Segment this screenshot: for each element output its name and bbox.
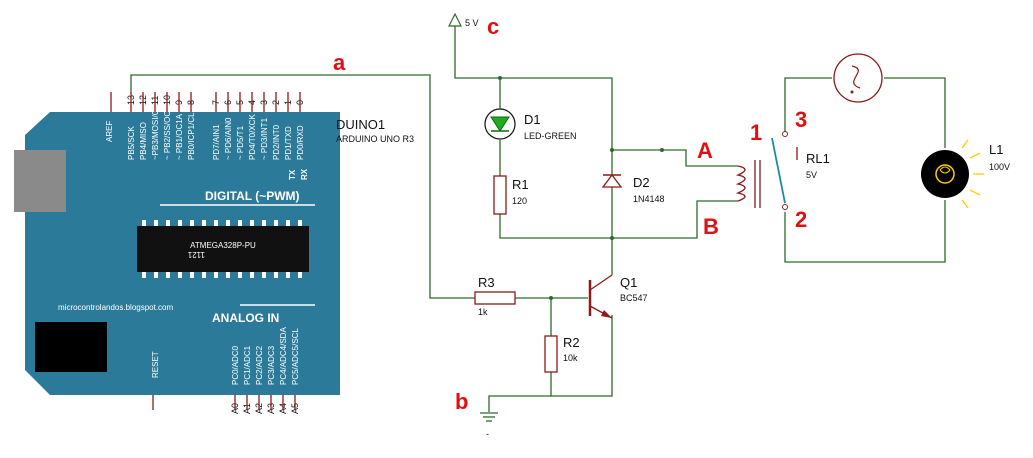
digital-pin-name: ~ PD5/T1 — [236, 125, 245, 160]
d2-ref: D2 — [633, 175, 650, 190]
svg-text:-: - — [486, 429, 489, 439]
header-strip — [105, 113, 115, 145]
lamp-rays — [961, 139, 984, 209]
wire-emitter-gnd — [551, 315, 613, 397]
annotation-3: 3 — [795, 107, 807, 132]
rx-label: RX — [300, 168, 309, 180]
d1-value: LED-GREEN — [524, 131, 577, 141]
analog-pin-name: PC5/ADC5/SCL — [291, 328, 300, 385]
atmega-chip — [137, 226, 309, 272]
supply-label: 5 V — [465, 18, 479, 28]
ground-symbol: - — [480, 412, 498, 439]
lamp-l1: L1 100V — [921, 139, 1010, 209]
chip-pins-top — [142, 220, 302, 278]
arduino-model: ARDUINO UNO R3 — [336, 134, 414, 144]
r3-resistor: R3 1k — [474, 275, 516, 317]
r3-value: 1k — [478, 307, 488, 317]
digital-pin-name: PD7/AIN1 — [212, 124, 221, 160]
r1-value: 120 — [512, 196, 527, 206]
q1-transistor: Q1 BC547 — [588, 274, 648, 319]
wire-r1-collector — [499, 200, 738, 239]
l1-value: 100V — [989, 162, 1010, 172]
aref-label: AREF — [105, 121, 114, 142]
analog-pin-name: PC0/ADC0 — [231, 345, 240, 385]
wire-r2-gnd — [488, 372, 552, 412]
digital-pin-name: ~ PD3/INT1 — [260, 117, 269, 160]
d1-ref: D1 — [524, 112, 541, 127]
usb-connector — [14, 150, 66, 212]
r1-ref: R1 — [512, 177, 529, 192]
website-label: microcontrolandos.blogspot.com — [58, 303, 174, 312]
d2-diode: D2 1N4148 — [601, 150, 665, 238]
annotation-A: A — [697, 138, 713, 163]
digital-pin-name: ~ PD6/AIN0 — [224, 117, 233, 160]
wire-5v-coil — [662, 149, 738, 167]
digital-pin-name: PD1/TXD — [284, 126, 293, 160]
r1-resistor: R1 120 — [493, 175, 529, 215]
rl1-ref: RL1 — [806, 151, 830, 166]
analog-pin-name: PC4/ADC4/SDA — [279, 327, 288, 385]
power-jack — [35, 322, 107, 372]
rl1-value: 5V — [806, 170, 817, 180]
analog-pin-name: PC2/ADC2 — [255, 345, 264, 385]
r2-resistor: R2 10k — [544, 335, 580, 373]
relay-coil — [735, 165, 746, 202]
annotation-1: 1 — [750, 120, 762, 145]
digital-pin-name: PB0/ICP1/CLKO — [187, 101, 196, 160]
annotation-c: c — [487, 14, 499, 39]
analog-pin-name: PC1/ADC1 — [243, 345, 252, 385]
relay-rl1: RL1 5V — [735, 131, 830, 210]
q1-ref: Q1 — [620, 275, 637, 290]
wire-lamp1-l1 — [884, 77, 946, 148]
wire-5v-rail — [454, 28, 613, 150]
digital-pin-name: PB5/SCK — [127, 126, 136, 160]
chip-label: ATMEGA328P-PU — [190, 241, 256, 250]
tx-label: TX — [288, 169, 297, 180]
analog-pin-name: PC3/ADC3 — [267, 345, 276, 385]
analog-title: ANALOG IN — [212, 311, 279, 325]
chip-code: 1121 — [187, 250, 205, 259]
digital-pin-name: PD0/RXD — [296, 125, 305, 160]
annotation-b: b — [455, 389, 468, 414]
annotation-a: a — [333, 50, 346, 75]
wire-com-lamp1 — [784, 77, 832, 135]
digital-pin-name: ~PB3/MOSI/OC2A — [151, 93, 160, 160]
analog-pin-stubs — [234, 395, 296, 410]
arduino-board: ATMEGA328P-PU 1121 DIGITAL (~PWM) ANALOG… — [14, 92, 340, 414]
digital-pin-name: PD4/T0/XCK — [248, 114, 257, 160]
digital-pin-name: ~ PB2/SS/OC1B — [163, 101, 172, 160]
lamp-top — [833, 53, 883, 103]
relay-switch-arm — [771, 137, 786, 204]
digital-pin-stubs — [130, 92, 301, 112]
wire-pin13-r3 — [130, 74, 475, 299]
q1-value: BC547 — [620, 293, 648, 303]
arduino-ref: DUINO1 — [336, 117, 385, 132]
annotation-B: B — [703, 214, 719, 239]
digital-pin-name: ~ PB1/OC1A — [175, 113, 184, 160]
digital-pin-name: PD2/INT0 — [272, 124, 281, 160]
l1-ref: L1 — [989, 142, 1003, 157]
r3-ref: R3 — [478, 275, 495, 290]
d1-led: D1 LED-GREEN — [484, 108, 577, 141]
supply-5v: 5 V — [448, 12, 479, 28]
digital-pin-name: PB4/MISO — [139, 122, 148, 160]
reset-label: RESET — [151, 351, 160, 378]
d2-value: 1N4148 — [633, 194, 665, 204]
wires — [130, 28, 946, 412]
r2-value: 10k — [563, 353, 578, 363]
annotation-2: 2 — [795, 207, 807, 232]
wire-l1-nc — [784, 200, 946, 263]
digital-title: DIGITAL (~PWM) — [205, 189, 300, 203]
r2-ref: R2 — [563, 335, 580, 350]
